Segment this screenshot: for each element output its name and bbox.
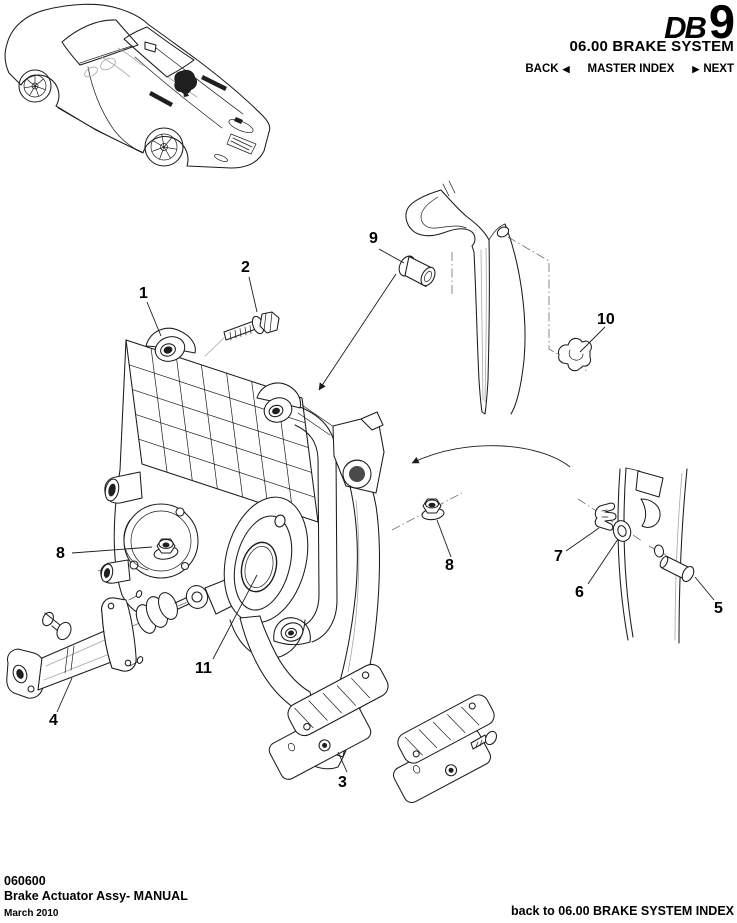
back-to-index-link[interactable]: back to 06.00 BRAKE SYSTEM INDEX (511, 904, 734, 918)
callout-10: 10 (597, 311, 615, 328)
next-arrow-icon: ▶ (692, 63, 700, 74)
pivot-bushing (398, 255, 436, 288)
callout-8-right: 8 (445, 557, 454, 574)
callout-4: 4 (49, 712, 58, 729)
section-title: 06.00 BRAKE SYSTEM (569, 38, 734, 55)
nav-master-index[interactable]: MASTER INDEX (588, 63, 675, 75)
bulkhead-hole (496, 226, 510, 238)
document-number: 060600 (4, 874, 46, 888)
hood-vent (201, 75, 227, 91)
nav-master-index-label: MASTER INDEX (587, 63, 675, 75)
headlight (228, 119, 254, 133)
spring-clip (594, 502, 617, 531)
db9-logo-db: DB (664, 10, 707, 45)
pedal-box-bracket (100, 327, 338, 659)
washer (612, 520, 632, 542)
callout-2: 2 (241, 259, 250, 276)
brake-pedal-pad (392, 694, 498, 804)
nav-back-label: BACK (525, 63, 559, 75)
back-arrow-icon: ◀ (562, 63, 570, 74)
retaining-clip (558, 337, 592, 372)
nav-next-label: NEXT (703, 63, 734, 75)
door-mirror (144, 41, 157, 53)
mounting-bolt (223, 311, 280, 341)
rear-wheel (18, 69, 52, 103)
db9-logo-nine: 9 (708, 0, 735, 48)
page-navigation: BACK ◀ MASTER INDEX ▶ NEXT (525, 63, 734, 75)
callout-6: 6 (575, 584, 584, 601)
pedal-box-location-marker (174, 69, 198, 97)
db9-logo: DB 9 (664, 0, 735, 48)
document-title: Brake Actuator Assy- MANUAL (4, 889, 188, 903)
callout-9: 9 (369, 230, 378, 247)
nav-back[interactable]: BACK ◀ (525, 63, 573, 75)
pedal-pivot-mount (332, 411, 385, 494)
grille (226, 133, 257, 155)
callout-leader-lines (56, 248, 715, 773)
document-date: March 2010 (4, 908, 59, 919)
master-cylinder (6, 585, 209, 699)
pedal-arm-upper-rod (405, 180, 526, 415)
clevis-pin (653, 544, 695, 583)
windshield (123, 26, 195, 78)
pointer-arrows (318, 273, 571, 468)
callout-7: 7 (554, 548, 563, 565)
callout-1: 1 (139, 285, 148, 302)
nav-next[interactable]: ▶ NEXT (688, 63, 734, 75)
hood-vent (149, 91, 173, 107)
callout-5: 5 (714, 600, 723, 617)
front-wheel (144, 127, 184, 167)
clutch-pedal-pad (268, 663, 389, 780)
car-location-inset (4, 3, 271, 169)
seal-ring (240, 541, 278, 593)
callout-3: 3 (338, 774, 347, 791)
callout-8-left: 8 (56, 545, 65, 562)
flange-nut-right (421, 498, 445, 521)
pad-screw (470, 730, 498, 750)
callout-11: 11 (195, 660, 212, 677)
bulkhead-bracket (617, 467, 688, 644)
flange-nut-left (153, 538, 179, 560)
